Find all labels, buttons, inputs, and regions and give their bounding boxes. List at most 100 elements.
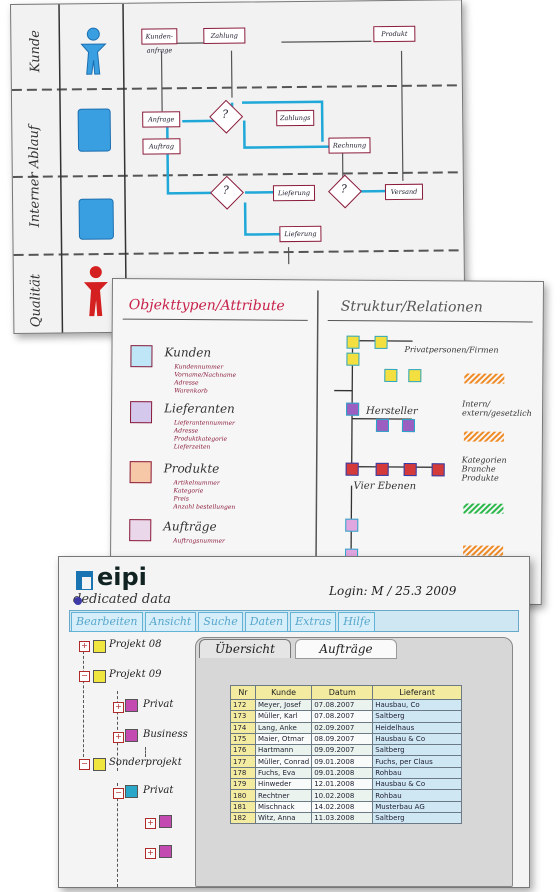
tab-auftraege[interactable]: Aufträge [295,639,397,659]
table-cell: 176 [230,744,256,757]
tree-item-business[interactable]: + Business [69,727,229,745]
table-cell: 175 [230,732,256,746]
menu-daten[interactable]: Daten [244,612,289,632]
table-cell: Heidelhaus [372,721,462,734]
structure-node [375,462,389,476]
table-cell: 179 [230,778,256,791]
type-attr: Artikelnummer [173,479,220,487]
table-cell: Hinweder [254,778,313,791]
structure-node [403,463,417,477]
expand-icon[interactable]: + [113,702,124,713]
menu-extras[interactable]: Extras [290,612,337,632]
table-cell: 181 [230,800,256,813]
structure-title: Struktur/Relationen [340,298,483,316]
tree-item-privat[interactable]: + Privat [69,697,229,715]
table-cell: Hausbau & Co [372,778,462,791]
table-cell: Müller, Karl [254,710,313,723]
lane-qualitaet: Qualität [28,273,44,328]
tree-item-privat-2[interactable]: − Privat [69,783,229,801]
order-icon [129,519,152,542]
table-cell: Fuchs, per Claus [372,755,462,768]
table-cell: 182 [230,811,256,825]
app-logo: eipi [97,563,147,591]
folder-icon [125,699,138,712]
folder-icon [159,815,172,828]
process-box: Versand [384,183,424,201]
type-attr: Vorname/Nachname [174,371,237,379]
objects-decor [122,290,533,603]
legend-label: Intern/ extern/gesetzlich [462,399,532,418]
type-attr: Adresse [174,379,199,387]
login-info: Login: M / 25.3 2009 [329,584,457,598]
tree-item-projekt-09[interactable]: − Projekt 09 [69,667,229,685]
col-header-datum[interactable]: Datum [311,685,374,700]
tree-item-child[interactable]: + [69,843,229,861]
tab-uebersicht[interactable]: Übersicht [199,639,291,658]
expand-icon[interactable]: + [145,848,156,859]
tree-item-child[interactable]: + [69,813,229,831]
type-attr: Warenkorb [174,387,208,395]
structure-node [374,335,388,349]
table-cell: Rechtner [254,789,313,802]
table-cell: Hartmann [254,744,313,757]
table-cell: Mischnack [254,800,313,813]
menu-suche[interactable]: Suche [198,612,243,632]
menu-ansicht[interactable]: Ansicht [144,612,197,632]
table-cell: 180 [230,789,256,802]
folder-icon [125,785,138,798]
col-header-lieferant[interactable]: Lieferant [372,685,462,700]
folder-icon [93,758,106,771]
expand-icon[interactable]: + [79,641,90,652]
type-attr: Adresse [173,427,199,435]
menu-hilfe[interactable]: Hilfe [338,612,376,632]
structure-node [345,462,359,476]
table-cell: 09.09.2007 [311,744,374,757]
tree-label: Projekt 08 [109,639,162,650]
menu-bearbeiten[interactable]: Bearbeiten [71,612,143,632]
expand-icon[interactable]: + [145,818,156,829]
expand-icon[interactable]: + [113,732,124,743]
structure-node [408,369,422,383]
table-cell: 09.01.2008 [311,755,374,768]
col-header-nr[interactable]: Nr [230,685,256,700]
collapse-icon[interactable]: − [79,671,90,682]
structure-label: Hersteller [366,405,418,418]
tree-label: Privat [143,785,174,796]
type-name: Aufträge [163,519,217,534]
table-cell: Saltberg [372,744,462,757]
collapse-icon[interactable]: − [79,759,90,770]
process-box: Auftrag [142,138,181,155]
table-cell: 12.01.2008 [311,778,374,791]
tree-item-sonderprojekt[interactable]: − Sonderprojekt [69,755,229,773]
collapse-icon[interactable]: − [113,788,124,799]
type-name: Lieferanten [164,401,235,416]
col-header-kunde[interactable]: Kunde [254,685,313,700]
table-cell: Witz, Anna [254,811,313,825]
structure-node [375,418,390,432]
tree-label: Business [143,729,188,740]
type-attr: Lieferzeiten [173,443,211,451]
table-cell: 14.02.2008 [311,800,374,813]
process-box: Zahlung [203,27,246,44]
decision-label: ? [340,182,347,196]
table-cell: 174 [230,721,256,734]
table-cell: 178 [230,766,256,780]
structure-node [384,368,398,382]
tree-item-projekt-08[interactable]: + Projekt 08 [69,637,229,655]
table-cell: Hausbau, Co [372,698,462,712]
table-cell: Rohbau [372,789,462,802]
type-attr: Preis [173,495,189,503]
process-sheet: Kunde Interner Ablauf Qualität Kunden-an… [10,0,466,334]
